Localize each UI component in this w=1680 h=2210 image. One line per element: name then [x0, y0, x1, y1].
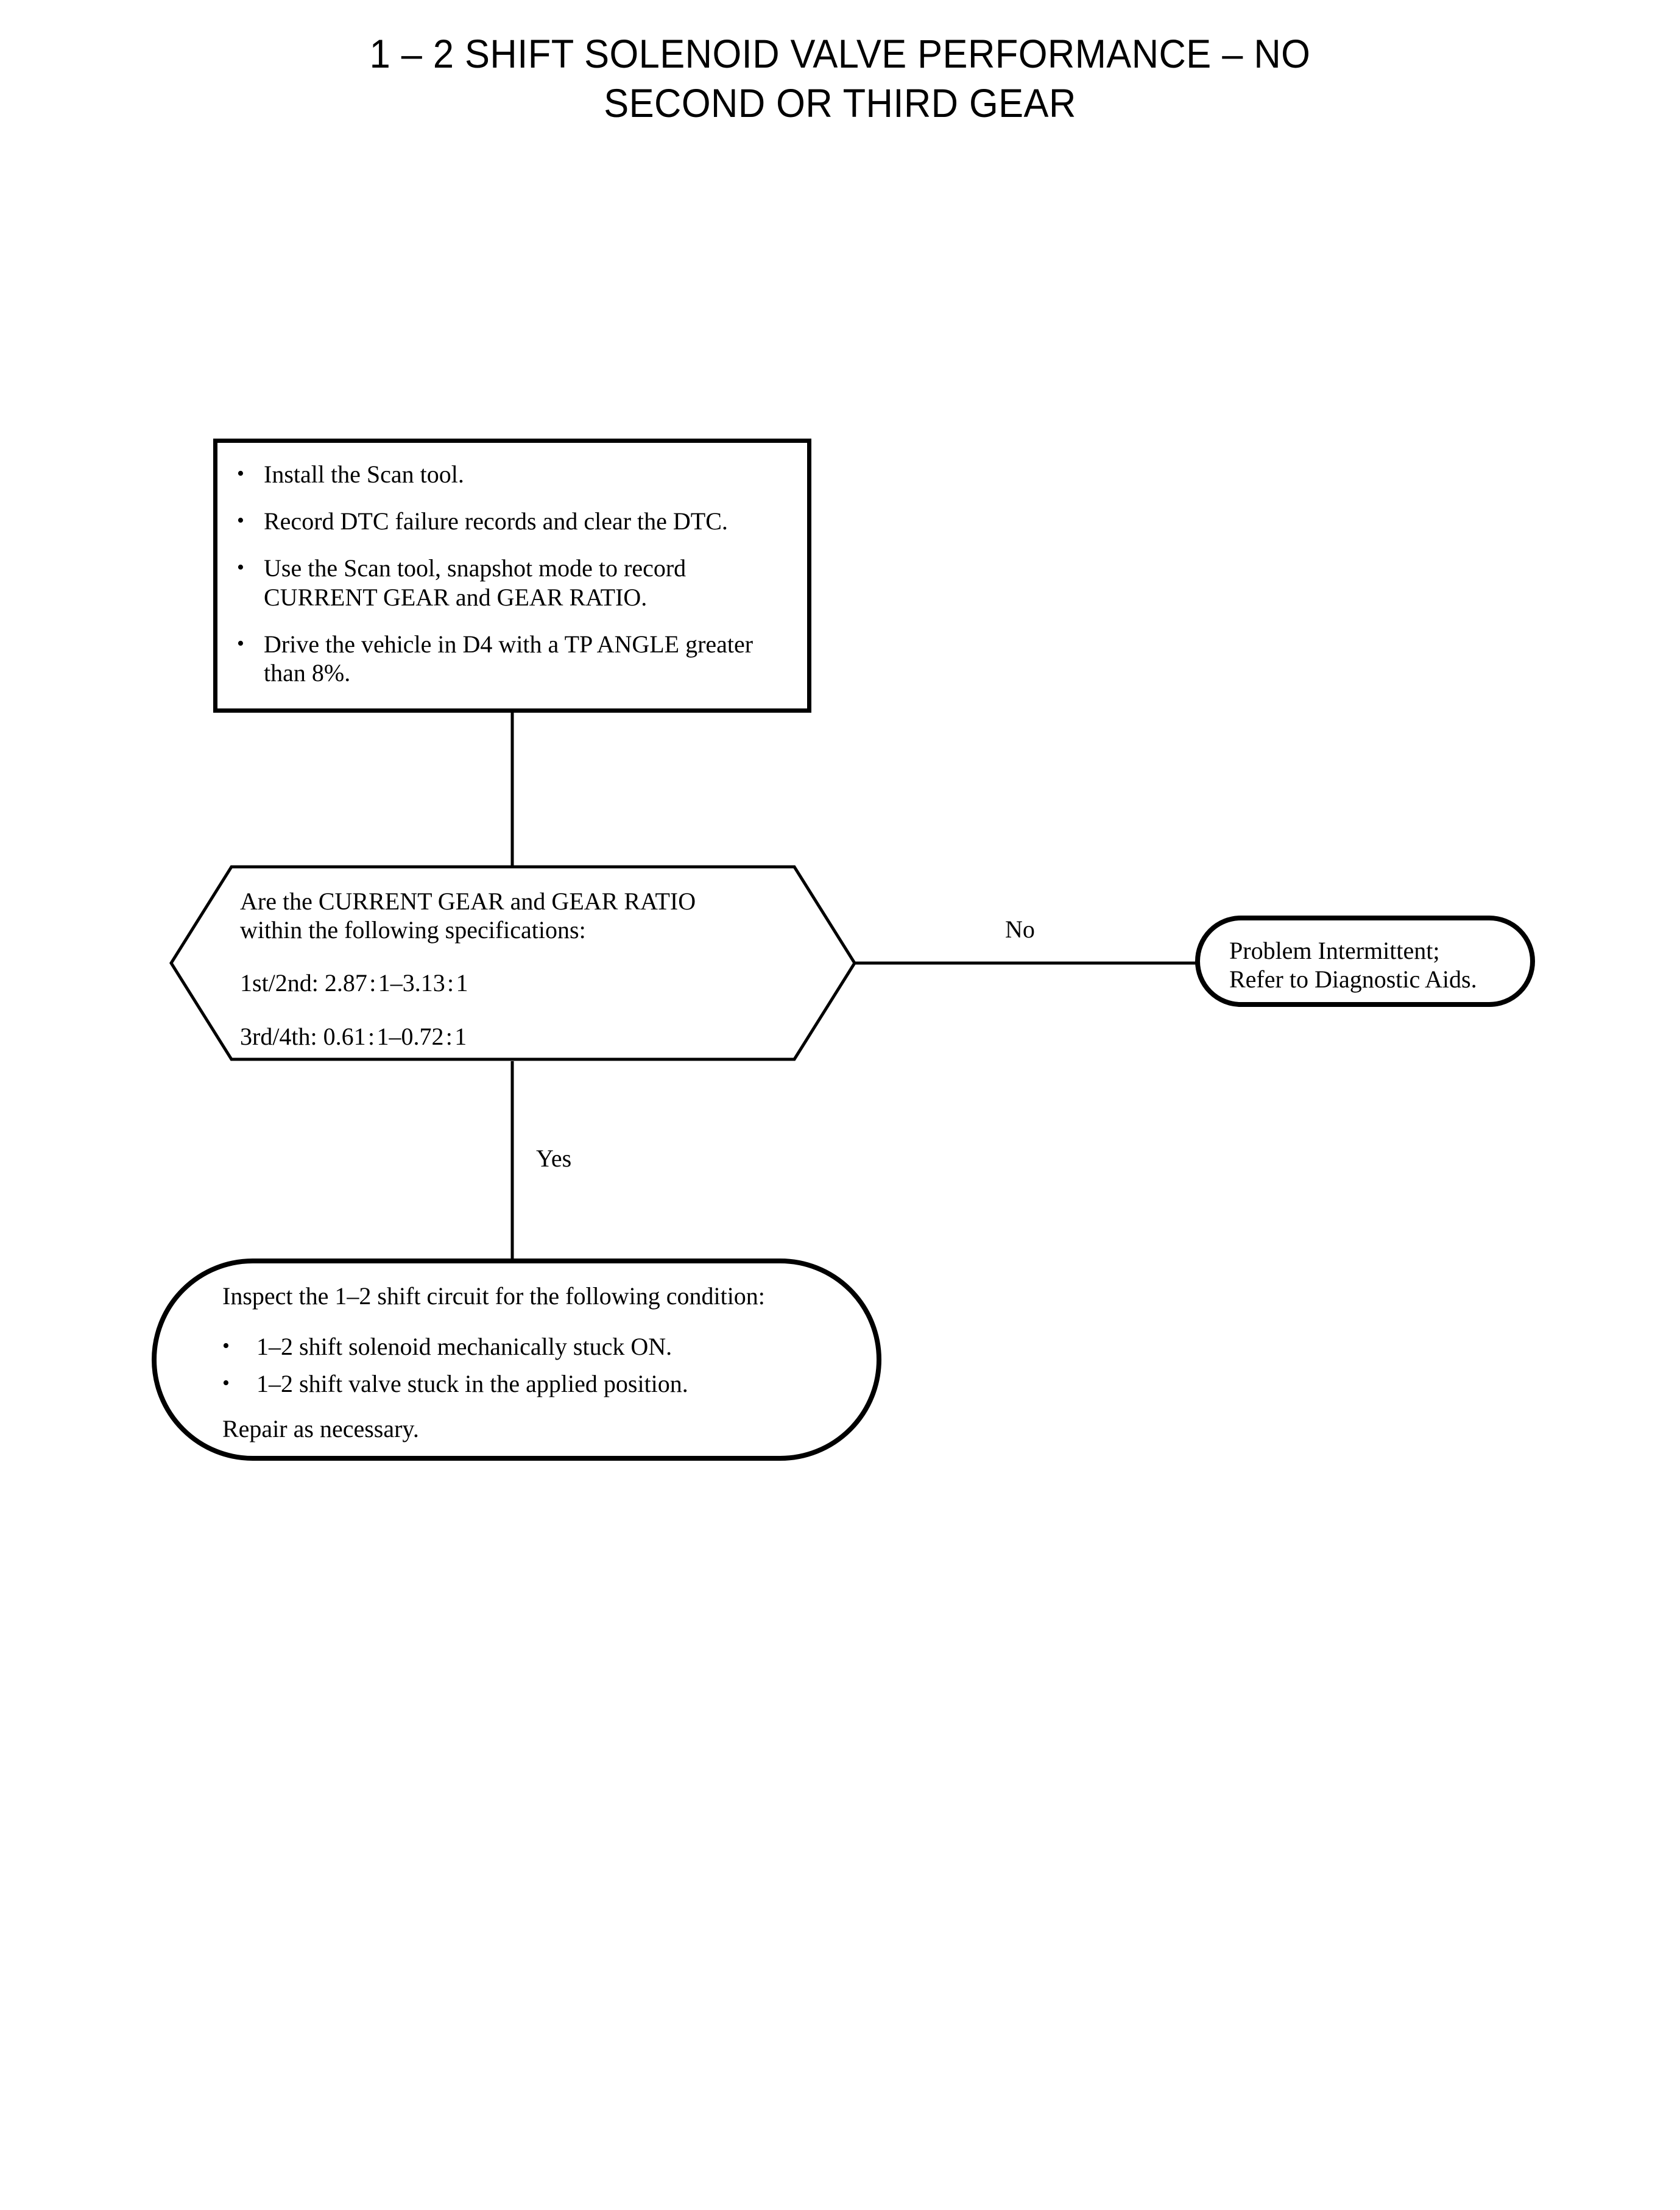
list-item: • 1–2 shift valve stuck in the applied p… [222, 1369, 844, 1398]
decision-spec-1st-2nd: 1st/2nd: 2.87 : 1–3.13 : 1 [240, 969, 468, 997]
list-item-text: 1–2 shift solenoid mechanically stuck ON… [256, 1332, 844, 1361]
terminator-line-2: Refer to Diagnostic Aids. [1229, 966, 1477, 994]
decision-gear-ratio-in-spec: Are the CURRENT GEAR and GEAR RATIO with… [169, 865, 856, 1061]
decision-question-line-1: Are the CURRENT GEAR and GEAR RATIO [240, 888, 696, 915]
bullet-icon: • [237, 556, 244, 579]
list-item-text: Record DTC failure records and clear the… [264, 507, 799, 535]
list-item-line: Install the Scan tool. [264, 461, 464, 488]
page-title: 1 – 2 SHIFT SOLENOID VALVE PERFORMANCE –… [59, 29, 1622, 127]
page-title-line-2: SECOND OR THIRD GEAR [604, 80, 1076, 125]
list-item-text: 1–2 shift valve stuck in the applied pos… [256, 1369, 844, 1398]
process-box-bullet-list: • Install the Scan tool. • Record DTC fa… [231, 460, 799, 687]
process-box-scan-tool-setup: • Install the Scan tool. • Record DTC fa… [213, 439, 811, 713]
inspect-intro: Inspect the 1–2 shift circuit for the fo… [222, 1282, 765, 1310]
bullet-icon: • [237, 632, 244, 655]
inspect-text: Inspect the 1–2 shift circuit for the fo… [222, 1282, 844, 1443]
decision-question-line-2: within the following specifications: [240, 916, 586, 944]
list-item: • Install the Scan tool. [231, 460, 799, 489]
page-title-line-1: 1 – 2 SHIFT SOLENOID VALVE PERFORMANCE –… [369, 31, 1311, 76]
bullet-icon: • [237, 509, 244, 532]
branch-label-no: No [1005, 916, 1035, 943]
bullet-icon: • [237, 462, 244, 485]
list-item-line: CURRENT GEAR and GEAR RATIO. [264, 583, 648, 611]
bullet-icon: • [222, 1372, 230, 1395]
list-item: • Use the Scan tool, snapshot mode to re… [231, 554, 799, 611]
list-item: • Record DTC failure records and clear t… [231, 507, 799, 535]
decision-spec-3rd-4th: 3rd/4th: 0.61 : 1–0.72 : 1 [240, 1022, 467, 1050]
terminator-inspect-shift-circuit: Inspect the 1–2 shift circuit for the fo… [152, 1259, 881, 1461]
list-item-text: Drive the vehicle in D4 with a TP ANGLE … [264, 630, 799, 687]
list-item-text: Use the Scan tool, snapshot mode to reco… [264, 554, 799, 611]
bullet-icon: • [222, 1335, 230, 1358]
list-item-line: Record DTC failure records and clear the… [264, 507, 728, 535]
branch-label-yes: Yes [536, 1145, 572, 1172]
terminator-problem-intermittent: Problem Intermittent; Refer to Diagnosti… [1195, 916, 1535, 1007]
list-item-line: 1–2 shift valve stuck in the applied pos… [256, 1370, 688, 1398]
list-item: • 1–2 shift solenoid mechanically stuck … [222, 1332, 844, 1361]
decision-hexagon-shape [169, 865, 856, 1061]
list-item-line: 1–2 shift solenoid mechanically stuck ON… [256, 1333, 672, 1361]
terminator-text: Problem Intermittent; Refer to Diagnosti… [1229, 936, 1522, 994]
list-item-line: than 8%. [264, 658, 351, 687]
list-item: • Drive the vehicle in D4 with a TP ANGL… [231, 630, 799, 687]
list-item-text: Install the Scan tool. [264, 460, 799, 489]
list-item-line: Use the Scan tool, snapshot mode to reco… [264, 554, 686, 582]
decision-text: Are the CURRENT GEAR and GEAR RATIO with… [240, 887, 825, 1051]
list-item-line: Drive the vehicle in D4 with a TP ANGLE … [264, 630, 754, 658]
inspect-closing: Repair as necessary. [222, 1414, 419, 1442]
terminator-line-1: Problem Intermittent; [1229, 937, 1440, 964]
